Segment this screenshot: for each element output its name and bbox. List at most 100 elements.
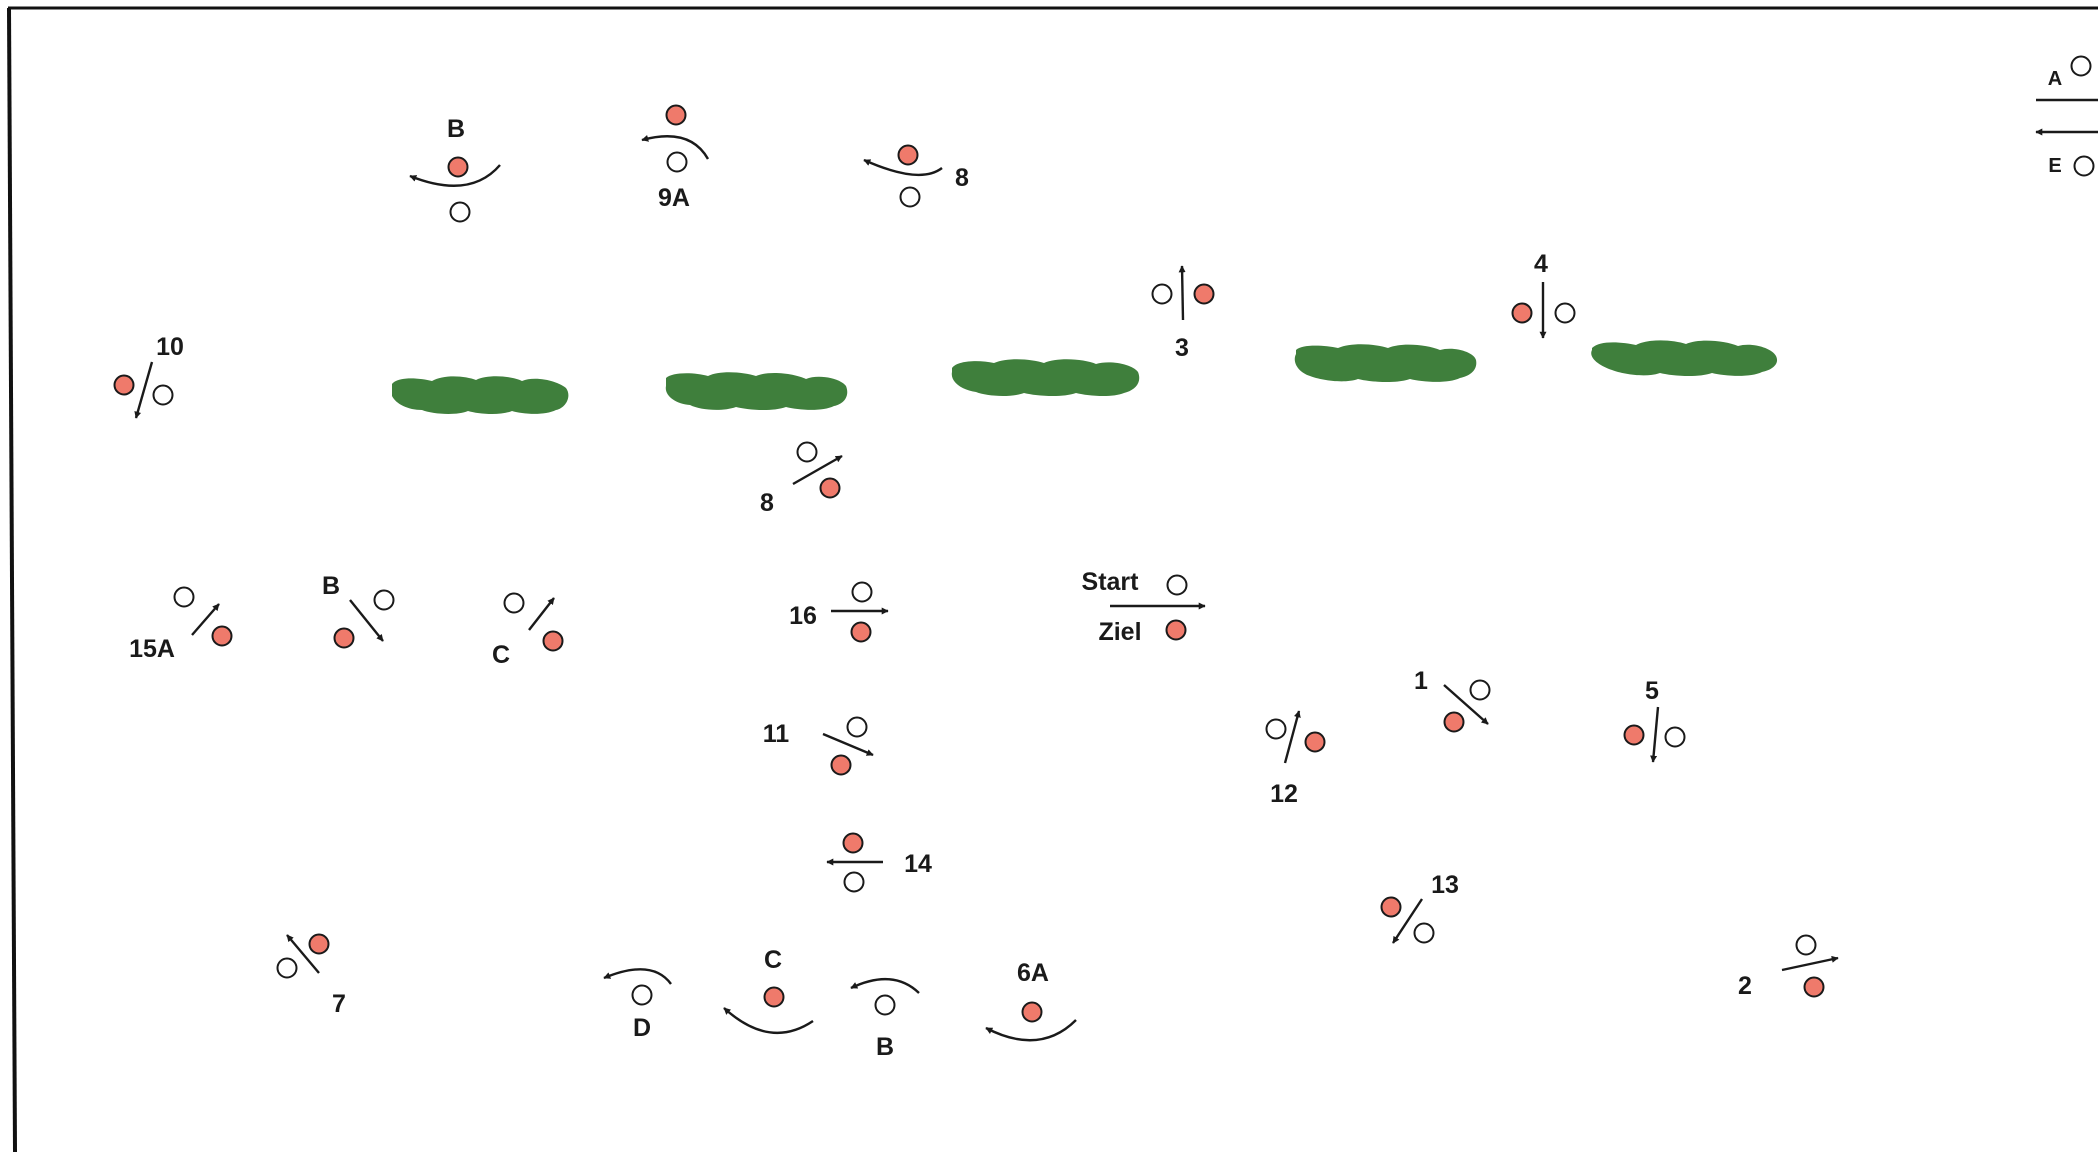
cone-13-red bbox=[1380, 896, 1402, 918]
cone-9A-red bbox=[897, 144, 919, 166]
legend-exit-cone bbox=[2073, 155, 2095, 177]
arrow-6D bbox=[603, 968, 672, 985]
arrow-15A bbox=[191, 603, 220, 636]
cone-10-white bbox=[152, 384, 174, 406]
cone-15C-red bbox=[542, 630, 564, 652]
cone-15A-white bbox=[173, 586, 195, 608]
arrow-10 bbox=[134, 361, 154, 419]
cone-12-white bbox=[1265, 718, 1287, 740]
station-label-12: 12 bbox=[1270, 780, 1298, 808]
cone-15A-red bbox=[211, 625, 233, 647]
cone-10-red bbox=[113, 374, 135, 396]
arrow-5 bbox=[1650, 706, 1660, 763]
cone-12-red bbox=[1304, 731, 1326, 753]
cone-8-red bbox=[819, 477, 841, 499]
cone-4-red bbox=[1511, 302, 1533, 324]
arrow-6B bbox=[850, 977, 920, 994]
cone-8-white bbox=[796, 441, 818, 463]
cone-1-red bbox=[1443, 711, 1465, 733]
station-label-3: 3 bbox=[1175, 334, 1189, 362]
arrow-15B bbox=[349, 599, 384, 642]
arrow-13 bbox=[1391, 898, 1424, 944]
cone-16-red bbox=[850, 621, 872, 643]
cone-9B-white bbox=[666, 151, 688, 173]
cone-5-red bbox=[1623, 724, 1645, 746]
arrow-6A bbox=[985, 1019, 1077, 1042]
legend-entry-label: A bbox=[2048, 68, 2062, 90]
arrow-7 bbox=[286, 934, 320, 974]
station-label-5: 5 bbox=[1645, 677, 1659, 705]
cone-2-white bbox=[1795, 934, 1817, 956]
cone-7-white bbox=[276, 957, 298, 979]
cone-11-white bbox=[846, 716, 868, 738]
arrow-1 bbox=[1443, 684, 1489, 725]
hedge-2 bbox=[665, 372, 848, 411]
cone-13-white bbox=[1413, 922, 1435, 944]
arrow-6C bbox=[723, 1007, 814, 1034]
cone-3-red bbox=[1193, 283, 1215, 305]
cone-6D-white bbox=[631, 984, 653, 1006]
station-label-1: 1 bbox=[1414, 667, 1428, 695]
station-label-9A: 8 bbox=[955, 164, 969, 192]
station-label-9B: 9A bbox=[658, 184, 690, 212]
finish-label: Ziel bbox=[1098, 618, 1141, 646]
station-label-6D: D bbox=[633, 1014, 651, 1042]
arrow-3 bbox=[1178, 265, 1186, 321]
arrow-9A bbox=[863, 158, 943, 177]
station-label-10: 10 bbox=[156, 333, 184, 361]
cone-4-white bbox=[1554, 302, 1576, 324]
hedge-row bbox=[392, 340, 1778, 415]
station-label-13: 13 bbox=[1431, 871, 1459, 899]
arrow-11 bbox=[822, 732, 874, 757]
station-label-6A: 6A bbox=[1017, 959, 1049, 987]
cone-15B-red bbox=[333, 627, 355, 649]
station-label-14: 14 bbox=[904, 850, 932, 878]
start-label: Start bbox=[1082, 568, 1140, 596]
station-label-7: 7 bbox=[332, 990, 346, 1018]
cone-7-red bbox=[308, 933, 330, 955]
arrow-9B bbox=[641, 134, 710, 160]
arrow-15C bbox=[528, 597, 555, 631]
cone-14-white bbox=[843, 871, 865, 893]
station-label-15B: B bbox=[322, 572, 340, 600]
cone-15C-white bbox=[503, 592, 525, 614]
arrow-12 bbox=[1283, 710, 1301, 764]
cone-11-red bbox=[830, 754, 852, 776]
page-frame bbox=[7, 6, 2098, 1153]
cone-2-red bbox=[1803, 976, 1825, 998]
hedge-4 bbox=[1294, 344, 1477, 383]
cone-6C-red bbox=[763, 986, 785, 1008]
station-label-2: 2 bbox=[1738, 972, 1752, 1000]
cone-6B-white bbox=[874, 994, 896, 1016]
arrow-9C bbox=[409, 164, 501, 187]
legend-entry-cone bbox=[2070, 55, 2092, 77]
cone-14-red bbox=[842, 832, 864, 854]
cone-9B-red bbox=[665, 104, 687, 126]
cone-1-white bbox=[1469, 679, 1491, 701]
cone-9C-white bbox=[449, 201, 471, 223]
arrow-2 bbox=[1781, 955, 1839, 972]
hedge-3 bbox=[951, 359, 1140, 397]
cone-16-white bbox=[851, 581, 873, 603]
station-label-15C: C bbox=[492, 641, 510, 669]
cone-9A-white bbox=[899, 186, 921, 208]
labels: B 9A 8 10 3 4 8 15A B C 16 Start Ziel 1 … bbox=[129, 68, 2062, 1061]
hedge-5 bbox=[1591, 340, 1778, 377]
station-label-4: 4 bbox=[1534, 250, 1548, 278]
hedge-1 bbox=[392, 376, 569, 415]
station-label-6B: B bbox=[876, 1033, 894, 1061]
station-label-16: 16 bbox=[789, 602, 817, 630]
cone-15B-white bbox=[373, 589, 395, 611]
cone-3-white bbox=[1151, 283, 1173, 305]
arrow-8 bbox=[792, 454, 843, 486]
station-label-15A: 15A bbox=[129, 635, 175, 663]
station-label-6C: C bbox=[764, 946, 782, 974]
station-label-8: 8 bbox=[760, 489, 774, 517]
cone-finish-red bbox=[1165, 619, 1187, 641]
cone-start-white bbox=[1166, 574, 1188, 596]
cone-5-white bbox=[1664, 726, 1686, 748]
cone-6A-red bbox=[1021, 1001, 1043, 1023]
legend-exit-label: E bbox=[2048, 155, 2061, 177]
station-label-9C: B bbox=[447, 115, 465, 143]
